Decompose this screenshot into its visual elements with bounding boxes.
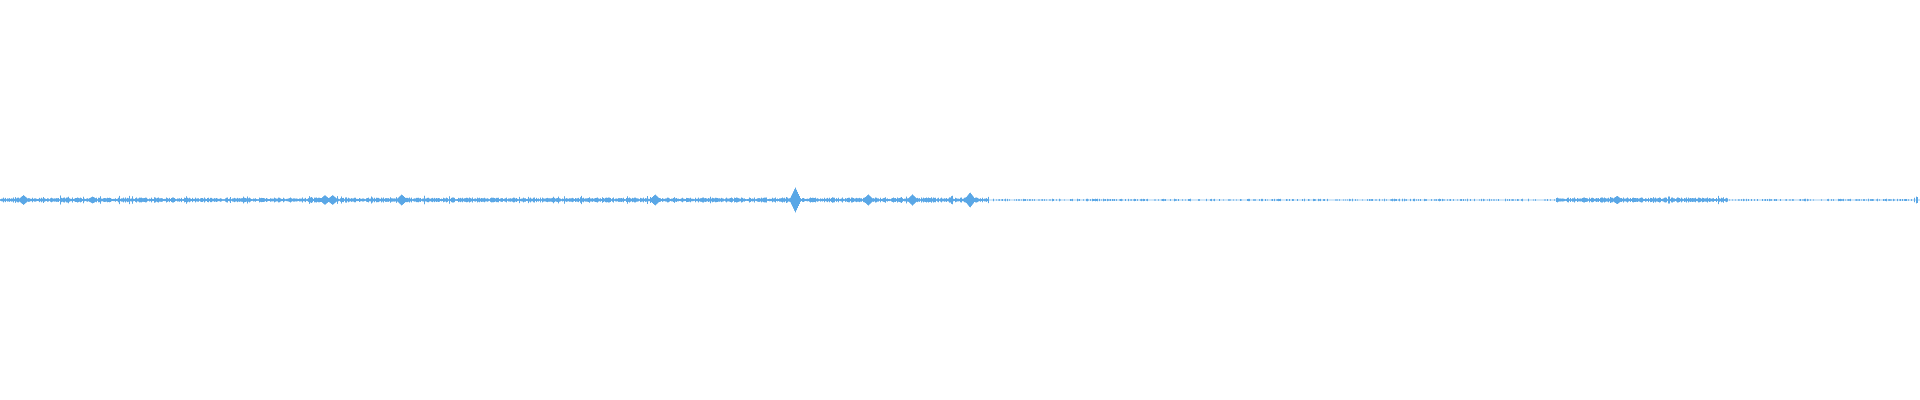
waveform-bars: [0, 187, 1918, 213]
